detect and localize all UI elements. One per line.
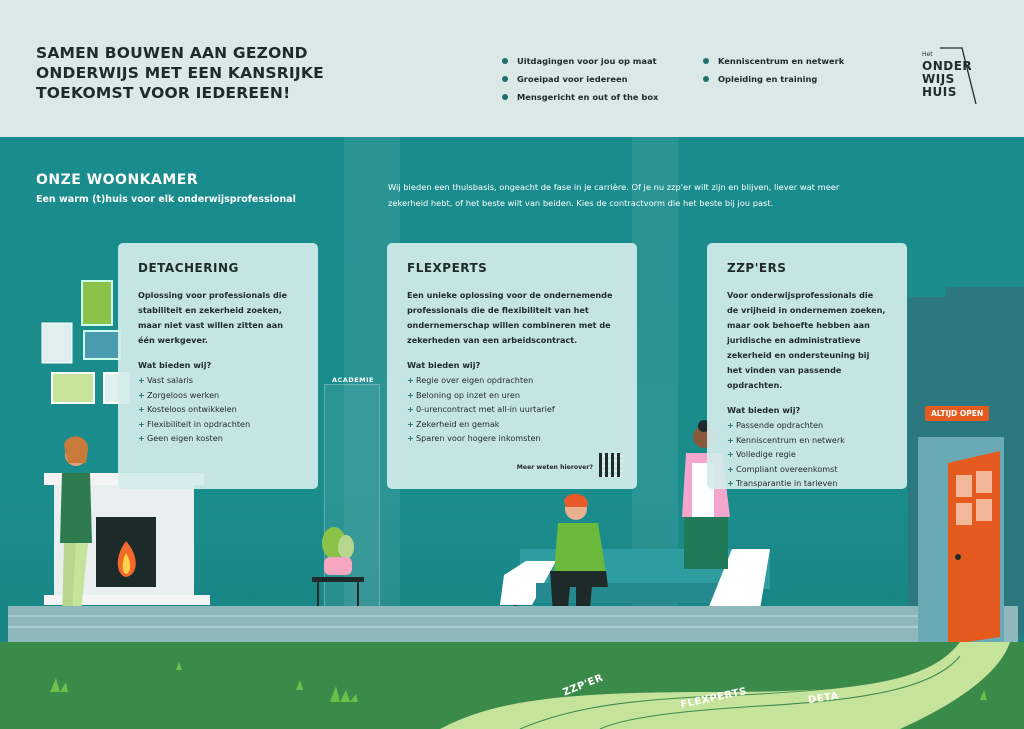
headline-line: ONDERWIJS MET EEN KANSRIJKE — [36, 64, 324, 82]
card-offer-title: Wat bieden wij? — [138, 360, 212, 370]
list-item: Beloning op inzet en uren — [407, 388, 617, 403]
qr-code-icon[interactable] — [599, 453, 623, 477]
card-detachering: DETACHERING Oplossing voor professionals… — [118, 243, 318, 489]
list-item: Regie over eigen opdrachten — [407, 373, 617, 388]
list-item: Sparen voor hogere inkomsten — [407, 431, 617, 446]
person-left-illustration — [60, 436, 92, 623]
card-zzpers: ZZP'ERS Voor onderwijsprofessionals die … — [707, 243, 907, 489]
onderwijshuis-logo: Het ONDER WIJS HUIS — [918, 46, 980, 110]
bullet-list-1: Uitdagingen voor jou op maat Groeipad vo… — [502, 52, 658, 106]
logo-small-text: Het — [922, 51, 933, 58]
always-open-sign: ALTIJD OPEN — [925, 406, 990, 421]
headline-line: TOEKOMST VOOR IEDEREEN! — [36, 84, 291, 102]
list-item: Kosteloos ontwikkelen — [138, 402, 298, 417]
background-building-step — [946, 287, 1024, 307]
logo-word: WIJS — [922, 72, 955, 86]
list-item: Kenniscentrum en netwerk — [727, 433, 887, 448]
list-item: Volledige regie — [727, 447, 887, 462]
card-offer-list: Regie over eigen opdrachten Beloning op … — [407, 373, 617, 446]
card-description: Oplossing voor professionals die stabili… — [138, 290, 288, 345]
card-description: Een unieke oplossing voor de ondernemend… — [407, 290, 613, 345]
card-title: ZZP'ERS — [727, 261, 787, 275]
plant-stand-icon — [312, 527, 364, 613]
list-item: Geen eigen kosten — [138, 431, 298, 446]
intro-text: Wij bieden een thuisbasis, ongeacht de f… — [388, 182, 840, 208]
floor — [8, 606, 1018, 642]
headline: SAMEN BOUWEN AAN GEZOND ONDERWIJS MET EE… — [36, 43, 366, 103]
floor-line — [8, 626, 918, 628]
bullet-list-2: Kenniscentrum en netwerk Opleiding en tr… — [703, 52, 844, 88]
bullet-dot-icon — [703, 58, 709, 64]
bullet-item: Groeipad voor iedereen — [502, 70, 658, 88]
academie-label: ACADEMIE — [332, 376, 374, 384]
list-item: Transparantie in tarieven — [727, 476, 887, 491]
bullet-item: Kenniscentrum en netwerk — [703, 52, 844, 70]
card-flexperts: FLEXPERTS Een unieke oplossing voor de o… — [387, 243, 637, 489]
headline-line: SAMEN BOUWEN AAN GEZOND — [36, 44, 308, 62]
living-room-section: ONZE WOONKAMER Een warm (t)huis voor elk… — [0, 137, 1024, 729]
bullet-dot-icon — [502, 94, 508, 100]
list-item: Zorgeloos werken — [138, 388, 298, 403]
card-offer-title: Wat bieden wij? — [407, 360, 481, 370]
sofa-icon — [500, 549, 770, 625]
card-description: Voor onderwijsprofessionals die de vrijh… — [727, 290, 886, 390]
logo-roof-icon — [940, 47, 977, 105]
bullet-item: Opleiding en training — [703, 70, 844, 88]
front-door-icon[interactable] — [918, 437, 1004, 647]
list-item: Flexibiliteit in opdrachten — [138, 417, 298, 432]
section-subtitle: Een warm (t)huis voor elk onderwijsprofe… — [36, 194, 296, 205]
card-offer-title: Wat bieden wij? — [727, 405, 801, 415]
more-info-link[interactable]: Meer weten hierover? — [516, 464, 593, 471]
bullet-dot-icon — [502, 58, 508, 64]
bullet-dot-icon — [703, 76, 709, 82]
list-item: Passende opdrachten — [727, 418, 887, 433]
list-item: Compliant overeenkomst — [727, 462, 887, 477]
bullet-item: Uitdagingen voor jou op maat — [502, 52, 658, 70]
floor-line — [8, 615, 918, 617]
card-title: FLEXPERTS — [407, 261, 488, 275]
bullet-dot-icon — [502, 76, 508, 82]
card-offer-list: Passende opdrachten Kenniscentrum en net… — [727, 418, 887, 491]
list-item: Vast salaris — [138, 373, 298, 388]
portrait-frames-icon — [41, 280, 130, 404]
logo-word: HUIS — [922, 85, 957, 99]
header: SAMEN BOUWEN AAN GEZOND ONDERWIJS MET EE… — [0, 0, 1024, 137]
card-offer-list: Vast salaris Zorgeloos werken Kosteloos … — [138, 373, 298, 446]
logo-word: ONDER — [922, 59, 973, 73]
section-title: ONZE WOONKAMER — [36, 172, 199, 188]
career-path-icon — [50, 642, 1010, 729]
card-title: DETACHERING — [138, 261, 239, 275]
bullet-item: Mensgericht en out of the box — [502, 88, 658, 106]
list-item: 0-urencontract met all-in uurtarief — [407, 402, 617, 417]
list-item: Zekerheid en gemak — [407, 417, 617, 432]
